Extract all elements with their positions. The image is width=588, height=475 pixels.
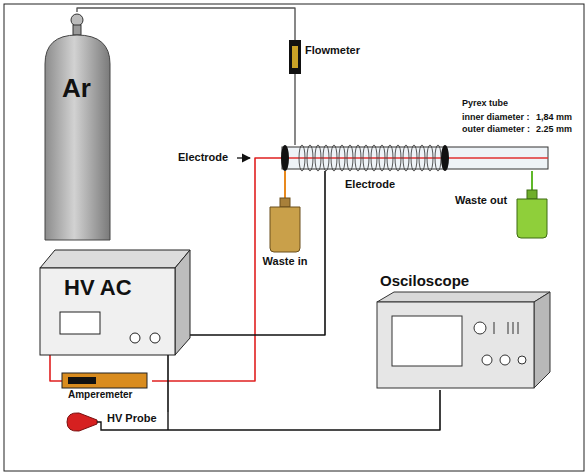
wire-connector [50,355,62,381]
hv-ac-supply: HV AC [40,250,190,355]
wire-connector [190,171,325,335]
dimension-label: inner diameter : [462,112,530,122]
dimension-value: 1,84 mm [536,112,572,122]
part-label: Electrode [178,151,228,164]
pyrex-tube-outline [282,145,548,171]
dimension-label: outer diameter : [462,124,530,134]
argon-cylinder-outline [40,12,115,242]
figure-frame [4,4,584,471]
waste-out-label: Waste out [455,194,507,207]
hv-ac-supply-outline [40,250,190,355]
pyrex-tube: Pyrex tube [282,145,548,171]
amperemeter: Amperemeter [62,373,152,405]
electrode-leader-arrow [237,157,250,158]
wire-connector [180,390,440,430]
dimension-value: 2.25 mm [536,124,572,134]
amperemeter-label: Amperemeter [68,389,132,401]
oscilloscope-label: Osciloscope [380,272,469,289]
argon-cylinder: Ar [40,12,115,242]
waste-out-bottle: Waste out [455,190,550,240]
hv-probe: HV Probe [65,412,180,436]
waste-in-bottle: Waste in [258,198,312,270]
wire-connector [167,355,169,412]
wire-connector [531,171,533,190]
oscilloscope: Osciloscope [372,272,552,390]
flowmeter: Flowmeter [289,40,384,74]
tube-heading: Pyrex tube [462,98,508,108]
flowmeter-label: Flowmeter [305,44,360,57]
waste-in-label: Waste in [263,255,308,268]
wire-connector [284,171,286,198]
part-label: Electrode [345,178,395,191]
wire-connector [77,8,295,40]
wire-connector [294,74,295,145]
probe-label: HV Probe [107,412,157,425]
gas-name: Ar [62,74,91,104]
oscilloscope-outline [372,272,552,390]
supply-label: HV AC [64,275,132,300]
